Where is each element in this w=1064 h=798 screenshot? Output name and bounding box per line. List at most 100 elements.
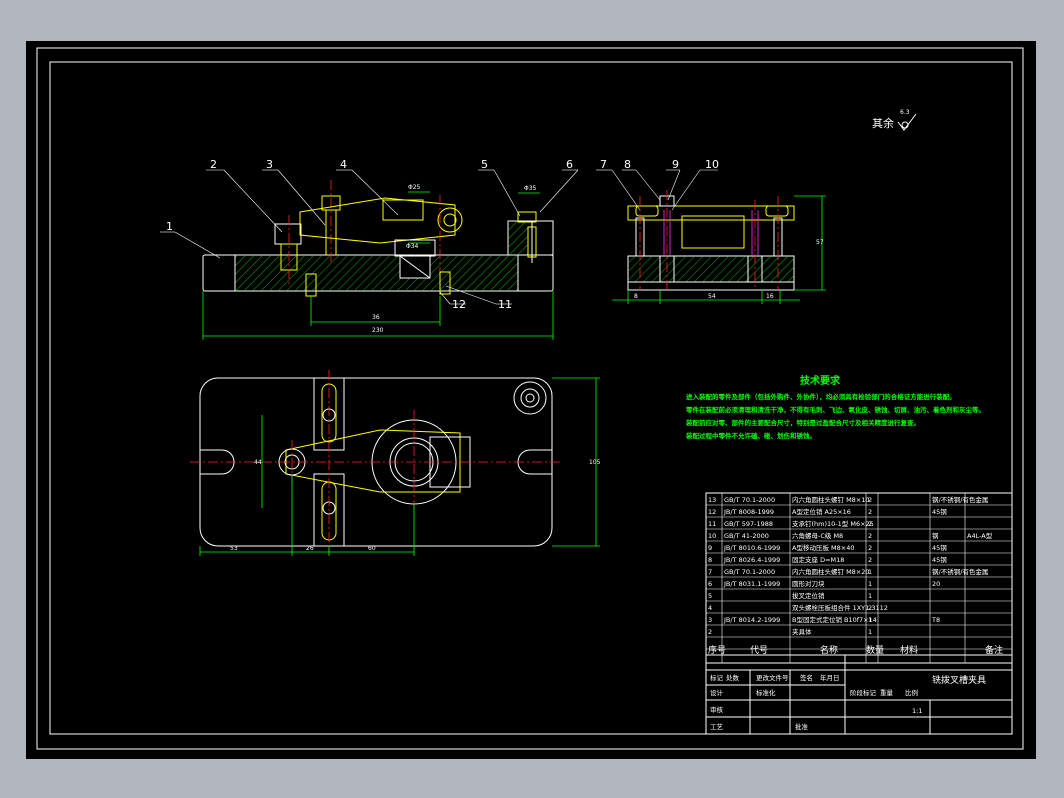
front-view (202, 180, 554, 340)
bom-cell: GB/T 41-2000 (724, 532, 769, 540)
dim-side-height: 57 (816, 239, 824, 246)
dim-plan-c: 60 (368, 545, 376, 552)
bom-header-cell: 序号 (708, 644, 726, 656)
svg-text:批准: 批准 (795, 722, 809, 731)
svg-text:工艺: 工艺 (710, 723, 724, 731)
svg-text:签名: 签名 (800, 673, 813, 682)
bom-cell: 六角螺母-C级 M8 (792, 531, 843, 540)
bom-cell: JB/T 8010.6-1999 (723, 544, 780, 552)
bom-cell: 6 (708, 580, 712, 588)
dim-side-w2: 54 (708, 293, 716, 300)
bom-cell: JB/T 8026.4-1999 (723, 556, 780, 564)
dim-plan-d: 44 (254, 459, 262, 466)
dim-plan-height: 105 (589, 459, 601, 466)
bom-cell: 圆形对刀块 (792, 579, 825, 588)
roughness-note: 其余 6.3 (872, 109, 917, 131)
bom-cell: 拔叉定位销 (792, 591, 825, 600)
balloon-11: 11 (498, 298, 512, 311)
dim-front-top-a: Φ25 (408, 184, 421, 191)
svg-text:更改文件号: 更改文件号 (756, 673, 789, 682)
bom-cell: 1 (868, 616, 872, 624)
bom-cell: 2 (868, 604, 872, 612)
bom-cell: 5 (708, 592, 712, 600)
balloon-10: 10 (705, 158, 719, 171)
dim-front-span: 36 (372, 314, 380, 321)
balloon-9: 9 (672, 158, 679, 171)
technical-requirements: 技术要求 进入装配的零件及部件（包括外购件、外协件），均必须具有检验部门的合格证… (685, 374, 985, 440)
balloon-12: 12 (452, 298, 466, 311)
bom-cell: 45钢 (932, 544, 947, 552)
svg-text:比例: 比例 (905, 688, 918, 697)
bom-cell: 20 (932, 580, 940, 588)
bom-cell: JB/T 8008-1999 (723, 508, 774, 516)
bom-cell: 3 (708, 616, 712, 624)
bom-cell: JB/T 8014.2-1999 (723, 616, 780, 624)
bom-cell: 内六角圆柱头螺钉 M8×10 (792, 495, 870, 504)
bom-cell: 1 (868, 628, 872, 636)
balloon-3: 3 (266, 158, 273, 171)
svg-text:标准化: 标准化 (756, 688, 776, 697)
title-block: 铣拨叉槽夹具 1:1 标记 处数 更改文件号 签名 年月日 设计 标准化 阶段标… (705, 654, 1013, 735)
svg-text:进入装配的零件及部件（包括外购件、外协件），均必须具有检验部: 进入装配的零件及部件（包括外购件、外协件），均必须具有检验部门的合格证方能进行装… (686, 392, 956, 401)
bom-cell: A4L-A型 (967, 531, 993, 540)
svg-text:技术要求: 技术要求 (800, 374, 841, 387)
svg-text:设计: 设计 (710, 688, 724, 697)
dim-front-center: Φ34 (406, 243, 419, 250)
bom-cell: A型移动压板 M8×40 (792, 543, 854, 552)
bom-cell: 10 (708, 532, 716, 540)
bom-cell: T8 (931, 616, 940, 624)
bom-cell: 双头螺栓压板组合件 1XY1.3112 (792, 603, 888, 612)
bom-header-cell: 代号 (750, 645, 768, 656)
dim-plan-b: 26 (306, 545, 314, 552)
bom-cell: 7 (708, 568, 712, 576)
bom-cell: 1 (868, 580, 872, 588)
leader-lines (160, 169, 718, 305)
bom-cell: 9 (708, 544, 712, 552)
balloon-7: 7 (600, 158, 607, 171)
svg-text:重量: 重量 (880, 689, 894, 697)
balloon-2: 2 (210, 158, 217, 171)
bom-header-cell: 备注 (985, 644, 1003, 656)
balloon-8: 8 (624, 158, 631, 171)
dim-front-total: 230 (372, 327, 384, 334)
bom-cell: 2 (868, 508, 872, 516)
outer-frame (36, 47, 1024, 750)
bom-cell: 内六角圆柱头螺钉 M8×20 (792, 567, 870, 576)
bom-cell: 钢/不锈钢/有色金属 (932, 495, 988, 504)
side-view (612, 190, 826, 304)
balloon-1: 1 (166, 220, 173, 233)
bom-cell: 4 (708, 604, 712, 612)
bom-cell: 45钢 (932, 508, 947, 516)
bom-cell: 2 (868, 520, 872, 528)
bom-cell: 1 (868, 568, 872, 576)
dim-front-top-b: Φ35 (524, 185, 537, 192)
bom-cell: 钢/不锈钢/有色金属 (932, 567, 988, 576)
svg-text:年月日: 年月日 (820, 673, 840, 682)
bom-header-cell: 材料 (900, 644, 918, 656)
dim-side-w1: 8 (634, 293, 638, 300)
bom-cell: 2 (868, 496, 872, 504)
bom-cell: 夹具体 (792, 627, 812, 636)
bom-cell: 支承钉(hm)10-1型 M6×25 (792, 519, 874, 528)
svg-text:处数: 处数 (726, 673, 740, 682)
bom-cell: 2 (708, 628, 712, 636)
bom-cell: B型固定式定位销 B10f7×14 (792, 615, 877, 624)
bom-cell: 13 (708, 496, 716, 504)
bom-cell: 11 (708, 520, 716, 528)
bom-header-cell: 名称 (820, 644, 838, 656)
svg-text:装配前应对零、部件的主要配合尺寸，特别是过盈配合尺寸及相关精: 装配前应对零、部件的主要配合尺寸，特别是过盈配合尺寸及相关精度进行复查。 (685, 418, 920, 427)
plan-view (190, 370, 600, 556)
bom-cell: 固定支座 D=M18 (792, 555, 844, 564)
bom-cell: GB/T 597-1988 (724, 520, 773, 528)
bom-cell: 12 (708, 508, 716, 516)
bom-cell: GB/T 70.1-2000 (724, 496, 775, 504)
bom-cell: 2 (868, 556, 872, 564)
drawing-name: 铣拨叉槽夹具 (932, 674, 986, 686)
drawing-sheet (26, 41, 1036, 759)
svg-text:6.3: 6.3 (900, 109, 910, 116)
balloon-5: 5 (481, 158, 488, 171)
svg-text:审核: 审核 (710, 705, 724, 714)
dim-side-w3: 16 (766, 293, 774, 300)
